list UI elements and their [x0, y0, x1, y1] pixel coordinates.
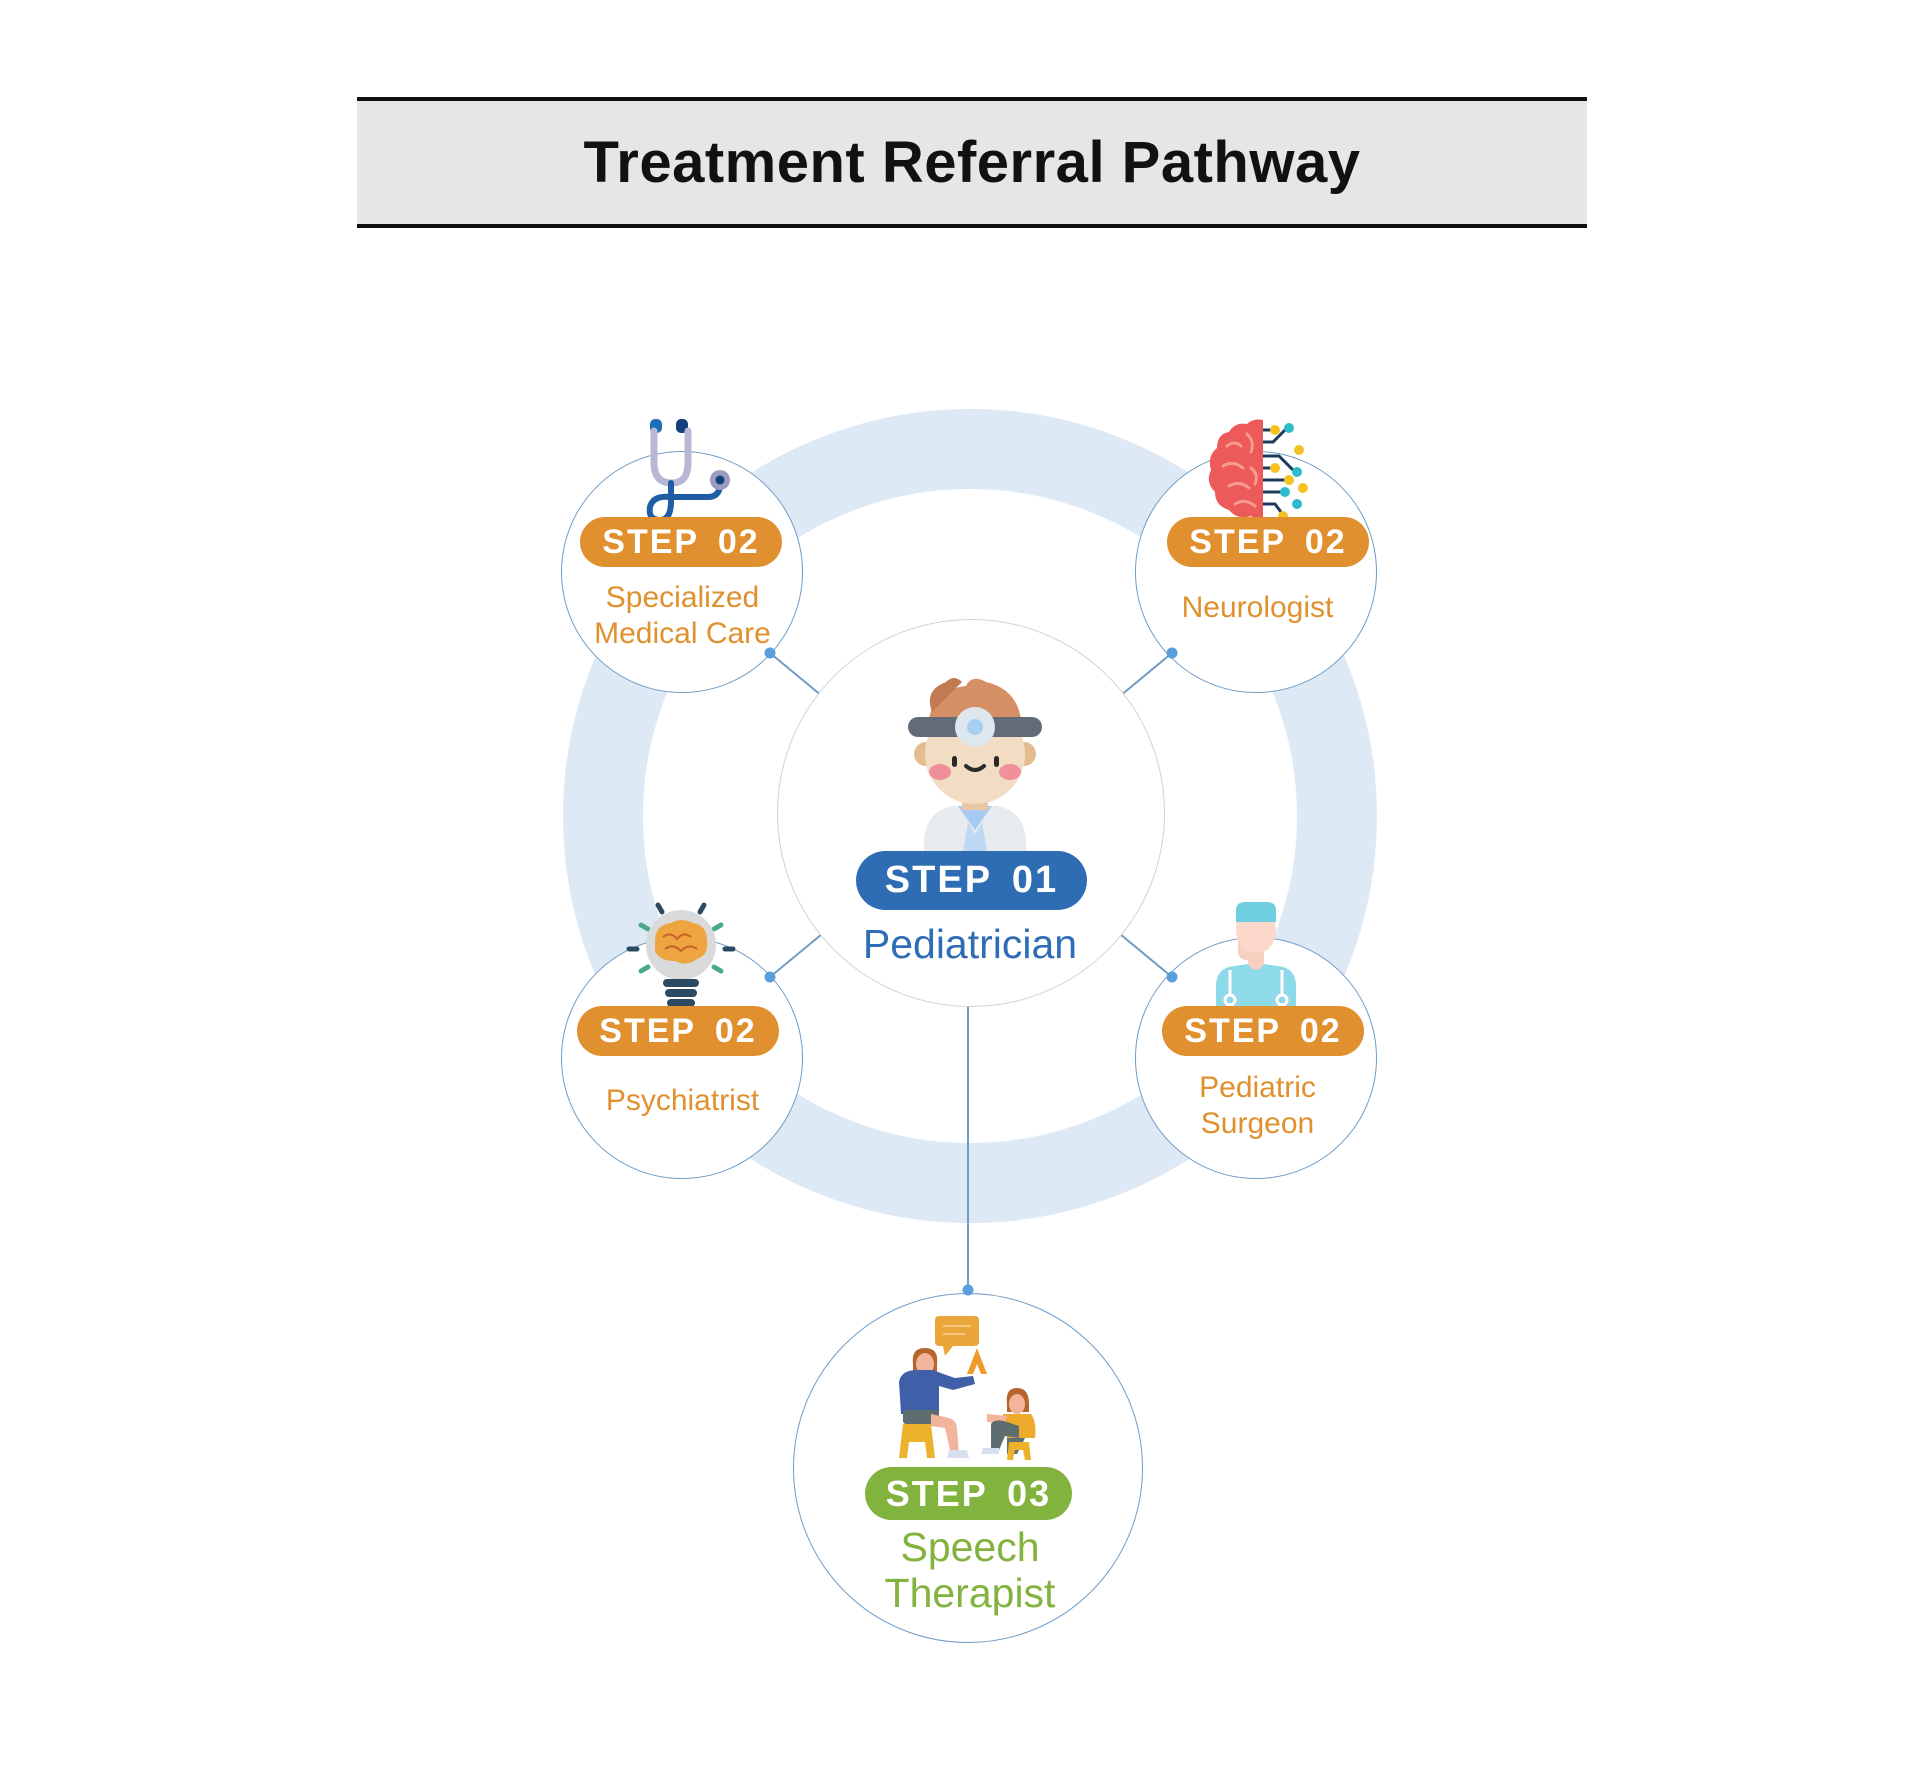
title-banner: Treatment Referral Pathway — [357, 97, 1587, 228]
connector-line-top-right — [1119, 652, 1173, 697]
speech-therapy-session-icon — [899, 1316, 1036, 1460]
step-badge: STEP 03 — [865, 1467, 1072, 1520]
step-badge: STEP 02 — [1162, 1006, 1364, 1056]
node-specialized-medical-care — [561, 451, 803, 693]
node-label-line: Surgeon — [1200, 1107, 1315, 1140]
node-label: Speech Therapist — [830, 1524, 1110, 1617]
connector-line-bottom-left — [769, 933, 823, 978]
page-title: Treatment Referral Pathway — [583, 130, 1361, 195]
node-label-line: Therapist — [884, 1569, 1056, 1616]
step-badge: STEP 02 — [580, 517, 782, 567]
digital-brain-icon — [1208, 419, 1308, 521]
node-label-line: Psychiatrist — [605, 1084, 760, 1117]
node-label: Pediatrician — [820, 920, 1120, 969]
connector-line-bottom-right — [1119, 933, 1173, 978]
connector-line-top-left — [769, 652, 823, 697]
brain-lightbulb-icon — [626, 902, 736, 1007]
step-badge: STEP 02 — [1167, 517, 1369, 567]
node-label-line: Pediatrician — [862, 921, 1078, 967]
doctor-with-head-mirror-icon — [908, 678, 1042, 857]
node-label-line: Medical Care — [594, 617, 771, 650]
node-label: Pediatric Surgeon — [1145, 1070, 1370, 1142]
outer-ring — [563, 409, 1377, 1223]
node-label-line: Neurologist — [1181, 591, 1334, 624]
node-label-line: Specialized — [605, 581, 760, 614]
node-label: Neurologist — [1145, 590, 1370, 626]
surgeon-icon — [1216, 902, 1296, 1012]
step-badge: STEP 01 — [856, 851, 1087, 910]
node-label: Psychiatrist — [570, 1083, 795, 1119]
node-label-line: Pediatric — [1199, 1071, 1316, 1104]
node-label-line: Speech — [900, 1524, 1040, 1570]
node-label: Specialized Medical Care — [570, 580, 795, 652]
step-badge: STEP 02 — [577, 1006, 779, 1056]
